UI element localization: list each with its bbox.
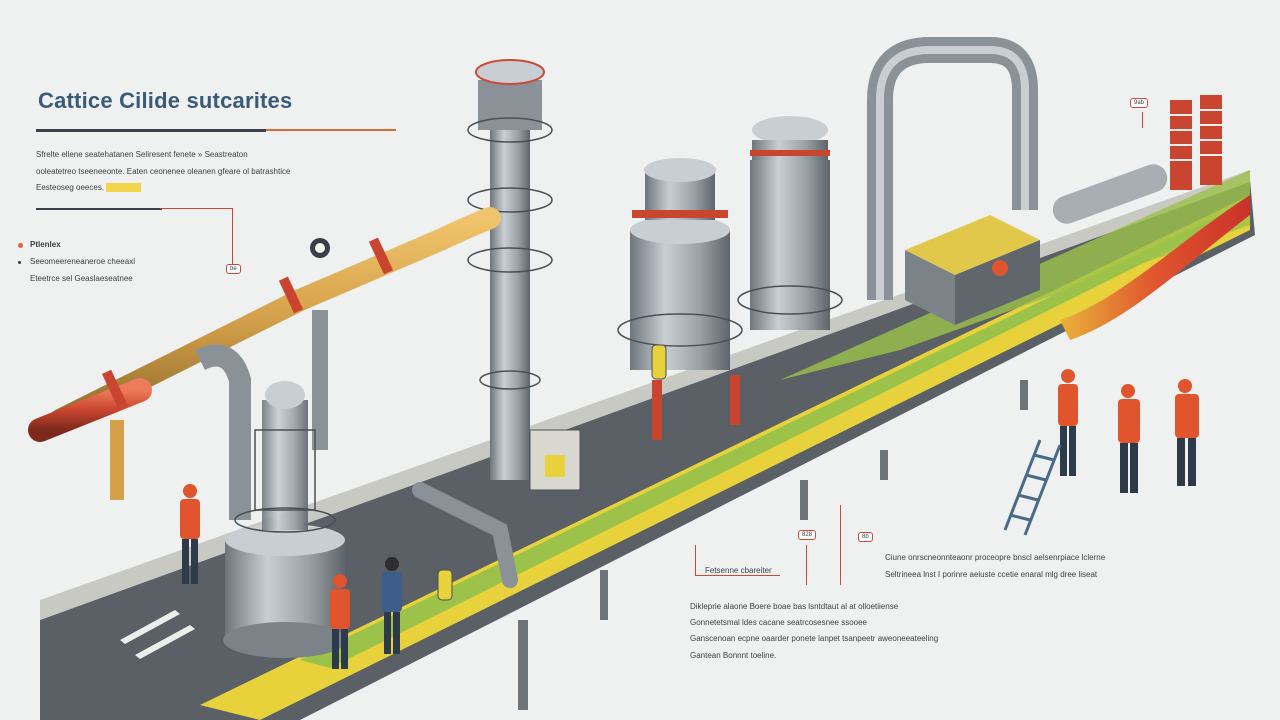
callout-badge-2: 8b xyxy=(858,532,873,542)
intro-line-2: ooleatetreo tseeneeonte. Eaten ceonenee … xyxy=(36,167,291,176)
legend-bullet-icon xyxy=(18,243,23,248)
bottom-note-2: Gonnetetsmal ldes cacane seatrcosesnee s… xyxy=(690,618,867,627)
workers xyxy=(180,369,1199,669)
title-rule xyxy=(36,129,266,132)
ladder-icon xyxy=(1003,439,1062,536)
horizontal-tank xyxy=(1052,95,1222,224)
front-tank xyxy=(223,381,347,658)
callout-badge-1: 828 xyxy=(798,530,817,540)
callout-line xyxy=(806,545,807,585)
callout-line xyxy=(695,545,696,575)
reactor-vessels xyxy=(617,116,843,440)
callout-badge-left: be xyxy=(226,264,241,274)
legend-line-1: Seeomeereneaneroe cheeaxl xyxy=(30,257,135,266)
main-pipe xyxy=(28,207,518,588)
callout-line xyxy=(840,505,841,585)
arch-pipe xyxy=(867,37,1038,300)
intro-line-3: Eesteoseg oeeces. xyxy=(36,183,141,192)
right-note-1: Ciune onrscneonnteaonr proceopre bnscl a… xyxy=(885,553,1106,562)
warning-icon xyxy=(437,344,667,601)
tall-tower xyxy=(467,59,581,491)
bottom-note-1: Dikleprie alaone Boere boae bas lsntdtau… xyxy=(690,602,899,611)
legend-title: Ptlenlex xyxy=(30,240,61,249)
callout-line xyxy=(695,575,780,576)
callout-line xyxy=(1142,112,1143,128)
gauge-icon xyxy=(310,238,330,258)
legend-line-2: Eteetrce sel Geaslaeseatnee xyxy=(30,274,133,283)
intro-line-1: Sfrelte ellene seatehatanen Seliresent f… xyxy=(36,150,248,159)
control-unit xyxy=(905,215,1040,325)
legend-dot-icon xyxy=(18,261,21,264)
highlight-marker xyxy=(106,183,141,192)
callout-line xyxy=(160,208,232,209)
right-note-2: Seltrineea lnst I porinre aeiuste ccetie… xyxy=(885,570,1098,579)
section-rule xyxy=(36,208,162,210)
bottom-callout-label: Fetsenne cbareiter xyxy=(705,566,772,575)
page-title: Cattice Cilide sutcarites xyxy=(38,88,293,113)
callout-badge-top-right: 9ab xyxy=(1130,98,1149,108)
callout-line xyxy=(232,208,233,264)
bottom-note-4: Gantean Bonnnt toeline. xyxy=(690,651,777,660)
bottom-note-3: Ganscenoan ecpne oaarder ponete lanpet t… xyxy=(690,634,939,643)
title-rule-accent xyxy=(266,129,396,131)
